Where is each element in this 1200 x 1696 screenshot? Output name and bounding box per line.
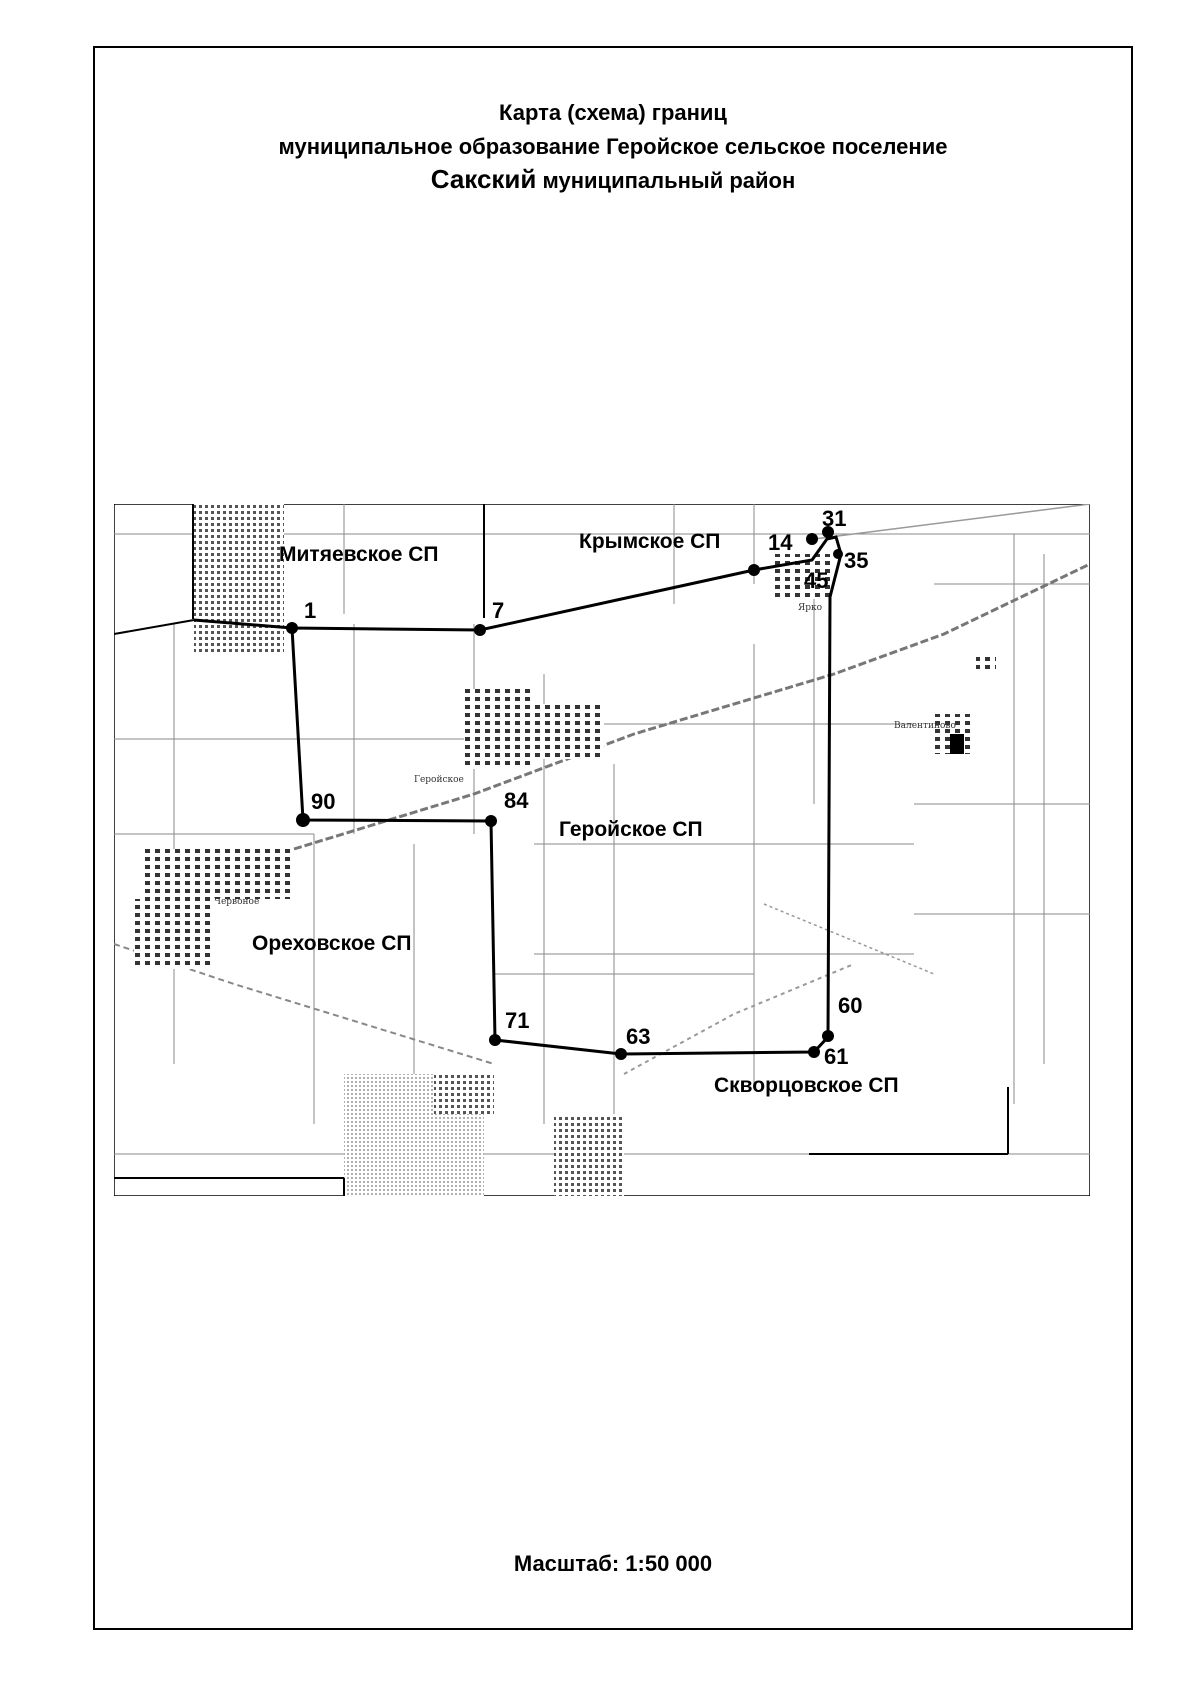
settlement-chervonoe: Червоное xyxy=(214,897,259,907)
label-point-90: 90 xyxy=(311,789,335,814)
label-point-60: 60 xyxy=(838,993,862,1018)
map-scale: Масштаб: 1:50 000 xyxy=(513,1551,713,1576)
label-point-84: 84 xyxy=(504,788,529,813)
point-labels: 1 7 14 31 35 45 60 61 63 71 84 90 xyxy=(304,506,868,1069)
settlement-blocks xyxy=(134,504,996,1196)
settlement-labels: Геройское Червоное Ярко Валентиново xyxy=(214,603,956,907)
map-title-line1: Карта (схема) границ xyxy=(499,100,727,125)
boundary-geroyskoe xyxy=(193,535,843,1056)
district-name: Сакский xyxy=(430,164,537,194)
point-90 xyxy=(296,813,310,827)
label-point-35: 35 xyxy=(844,548,868,573)
label-point-45: 45 xyxy=(804,568,828,593)
page-frame xyxy=(93,46,1133,1630)
boundary-points xyxy=(286,526,843,1060)
settlement-geroyskoe: Геройское xyxy=(414,775,464,785)
label-point-63: 63 xyxy=(626,1024,650,1049)
label-krymskoe: Крымское СП xyxy=(579,530,720,553)
point-84 xyxy=(485,815,497,827)
point-14 xyxy=(806,533,818,545)
label-point-71: 71 xyxy=(505,1008,529,1033)
point-60 xyxy=(822,1030,834,1042)
map-title-line2: муниципальное образование Геройское сель… xyxy=(278,134,948,159)
label-mityaevskoe: Митяевское СП xyxy=(279,543,439,566)
label-geroyskoe: Геройское СП xyxy=(559,818,703,841)
boundary-map[interactable]: Митяевское СП Крымское СП Геройское СП О… xyxy=(114,504,1090,1196)
point-31 xyxy=(822,526,834,538)
point-63 xyxy=(615,1048,627,1060)
region-labels: Митяевское СП Крымское СП Геройское СП О… xyxy=(252,530,899,1097)
label-point-1: 1 xyxy=(304,598,316,623)
settlement-valentinovo: Валентиново xyxy=(894,721,956,731)
point-7 xyxy=(474,624,486,636)
point-1 xyxy=(286,622,298,634)
label-point-61: 61 xyxy=(824,1044,848,1069)
settlement-yarkoe: Ярко xyxy=(798,603,822,613)
neighbour-boundaries xyxy=(114,504,1009,1196)
point-71 xyxy=(489,1034,501,1046)
label-skvortsovskoe: Скворцовское СП xyxy=(714,1074,899,1097)
map-title-line3: Сакский муниципальный район xyxy=(93,164,1133,195)
label-point-31: 31 xyxy=(822,506,846,531)
point-45 xyxy=(748,564,760,576)
district-suffix: муниципальный район xyxy=(536,168,796,193)
label-point-14: 14 xyxy=(768,530,793,555)
point-35 xyxy=(833,549,843,559)
label-orekhovskoe: Ореховское СП xyxy=(252,932,411,955)
point-61 xyxy=(808,1046,820,1058)
label-point-7: 7 xyxy=(492,598,504,623)
